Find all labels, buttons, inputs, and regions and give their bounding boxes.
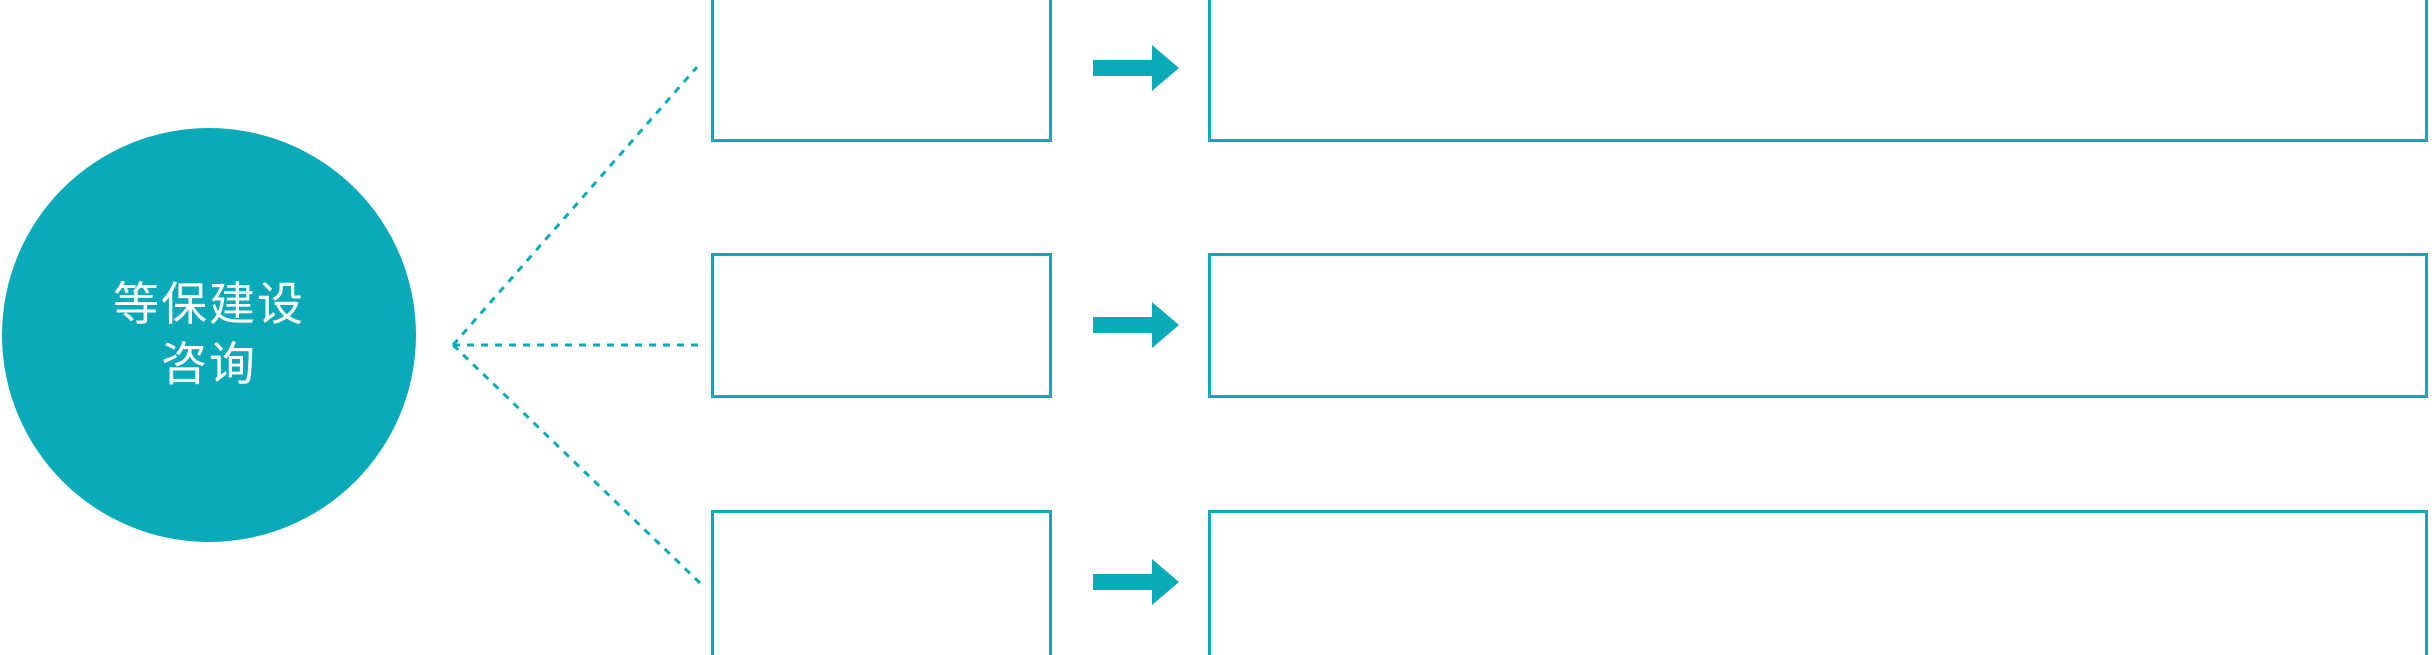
hub-circle[interactable]: 等保建设 咨询 — [2, 128, 416, 542]
stage-box-row-3[interactable] — [711, 510, 1052, 655]
connector-line-row-3 — [451, 343, 702, 585]
detail-box-row-1[interactable] — [1208, 0, 2428, 142]
stage-box-row-2[interactable] — [711, 253, 1052, 398]
detail-box-row-3[interactable] — [1208, 510, 2428, 655]
stage-box-row-1[interactable] — [711, 0, 1052, 142]
hub-label-line-2: 咨询 — [161, 338, 257, 390]
right-arrow-icon-row-2 — [1093, 302, 1179, 348]
right-arrow-icon-row-1 — [1093, 45, 1179, 91]
right-arrow-icon-row-3 — [1093, 559, 1179, 605]
hub-label-line-1: 等保建设 — [113, 278, 305, 331]
connector-line-row-1 — [451, 66, 699, 346]
detail-box-row-2[interactable] — [1208, 253, 2428, 398]
